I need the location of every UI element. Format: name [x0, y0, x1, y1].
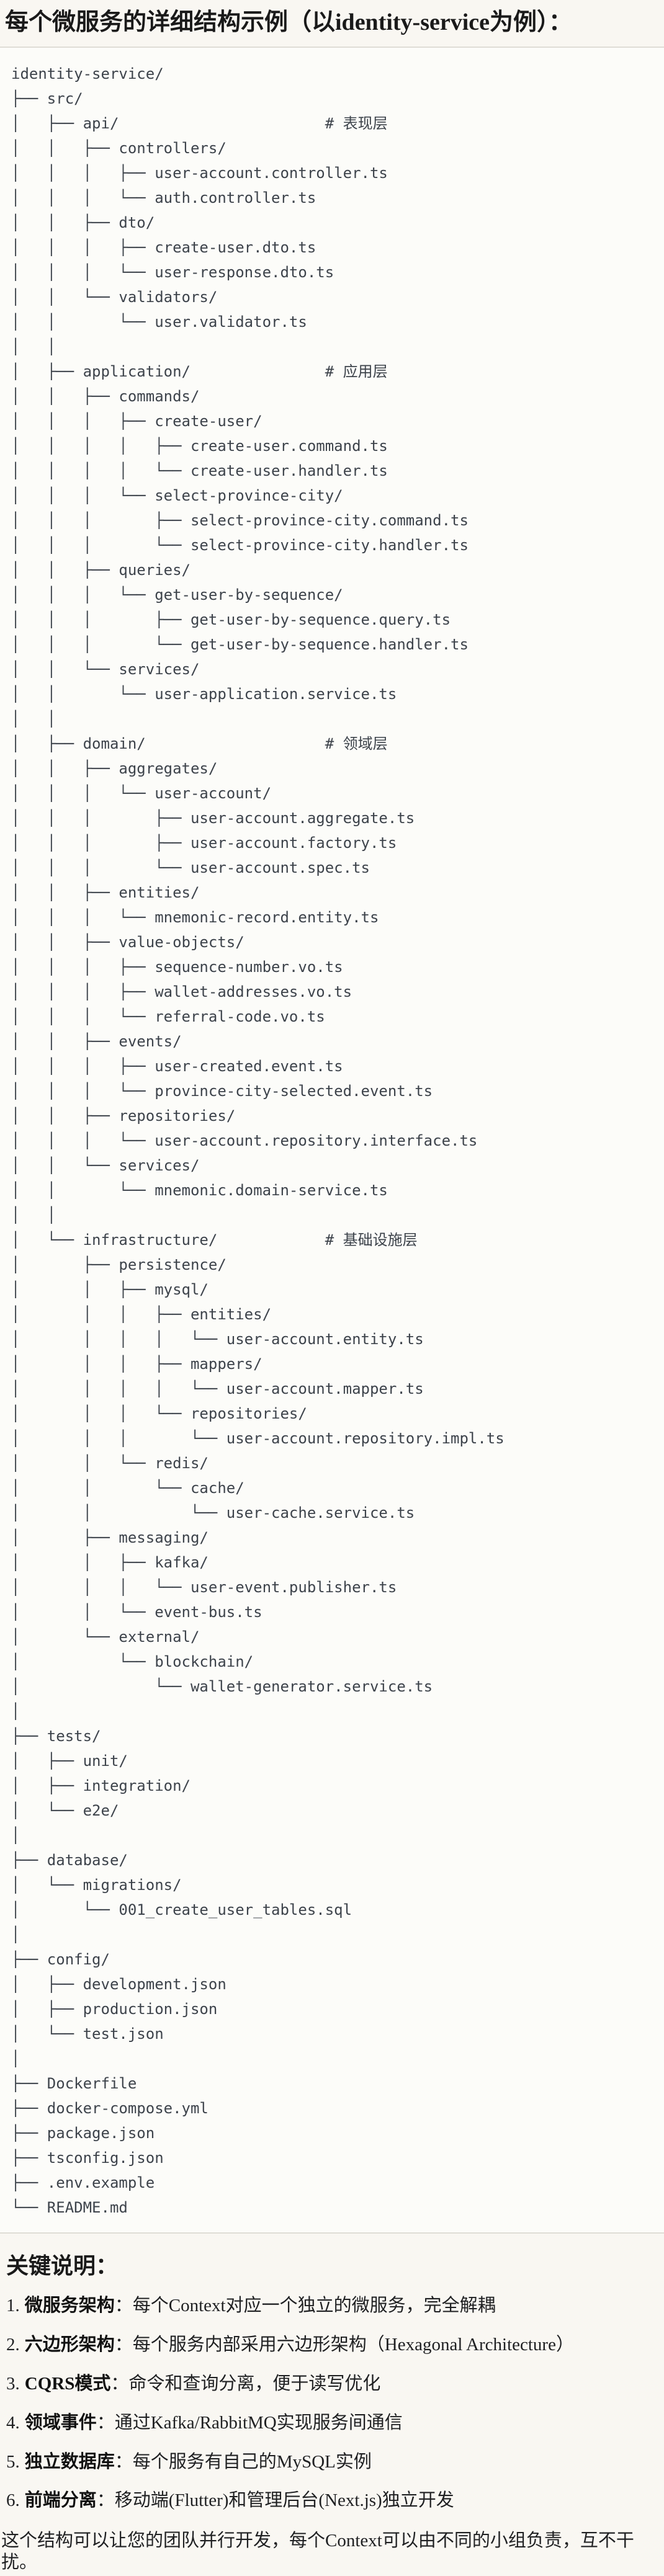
directory-tree-code-block: identity-service/ ├── src/ │ ├── api/ # … — [0, 47, 664, 2234]
note-item: 3.CQRS模式：命令和查询分离，便于读写优化 — [6, 2373, 658, 2395]
note-item: 2.六边形架构：每个服务内部采用六边形架构（Hexagonal Architec… — [6, 2334, 658, 2356]
note-label: 前端分离 — [24, 2490, 97, 2511]
note-label: 领域事件 — [24, 2412, 97, 2433]
note-label: 六边形架构 — [24, 2335, 115, 2355]
note-number: 5. — [6, 2451, 20, 2472]
note-separator: ： — [114, 2335, 133, 2355]
page-title: 每个微服务的详细结构示例（以identity-service为例）： — [5, 9, 573, 35]
note-item: 1.微服务架构：每个Context对应一个独立的微服务，完全解耦 — [6, 2295, 658, 2317]
note-label: CQRS模式 — [24, 2373, 111, 2394]
note-text: 每个服务内部采用六边形架构（Hexagonal Architecture） — [132, 2335, 574, 2355]
note-text: 每个Context对应一个独立的微服务，完全解耦 — [132, 2296, 496, 2316]
note-label: 独立数据库 — [24, 2451, 115, 2472]
note-separator: ： — [114, 2296, 133, 2316]
key-notes-heading: 关键说明： — [6, 2253, 119, 2279]
note-text: 每个服务有自己的MySQL实例 — [132, 2451, 372, 2472]
key-notes-section: 关键说明： 1.微服务架构：每个Context对应一个独立的微服务，完全解耦 2… — [0, 2234, 664, 2575]
note-item: 6.前端分离：移动端(Flutter)和管理后台(Next.js)独立开发 — [6, 2490, 658, 2511]
note-item: 5.独立数据库：每个服务有自己的MySQL实例 — [6, 2451, 658, 2473]
note-number: 4. — [6, 2412, 20, 2433]
note-text: 命令和查询分离，便于读写优化 — [128, 2373, 381, 2394]
note-separator: ： — [114, 2451, 133, 2472]
note-text: 移动端(Flutter)和管理后台(Next.js)独立开发 — [114, 2490, 454, 2511]
note-number: 3. — [6, 2373, 20, 2394]
note-number: 2. — [6, 2335, 20, 2355]
note-number: 1. — [6, 2296, 20, 2316]
directory-tree: identity-service/ ├── src/ │ ├── api/ # … — [11, 65, 505, 2217]
note-text: 通过Kafka/RabbitMQ实现服务间通信 — [114, 2412, 403, 2433]
note-item: 4.领域事件：通过Kafka/RabbitMQ实现服务间通信 — [6, 2412, 658, 2434]
note-separator: ： — [96, 2490, 115, 2511]
note-number: 6. — [6, 2490, 20, 2511]
note-label: 微服务架构 — [24, 2296, 115, 2316]
closing-paragraph: 这个结构可以让您的团队并行开发，每个Context可以由不同的小组负责，互不干扰… — [1, 2531, 634, 2572]
note-separator: ： — [110, 2373, 129, 2394]
note-separator: ： — [96, 2412, 115, 2433]
